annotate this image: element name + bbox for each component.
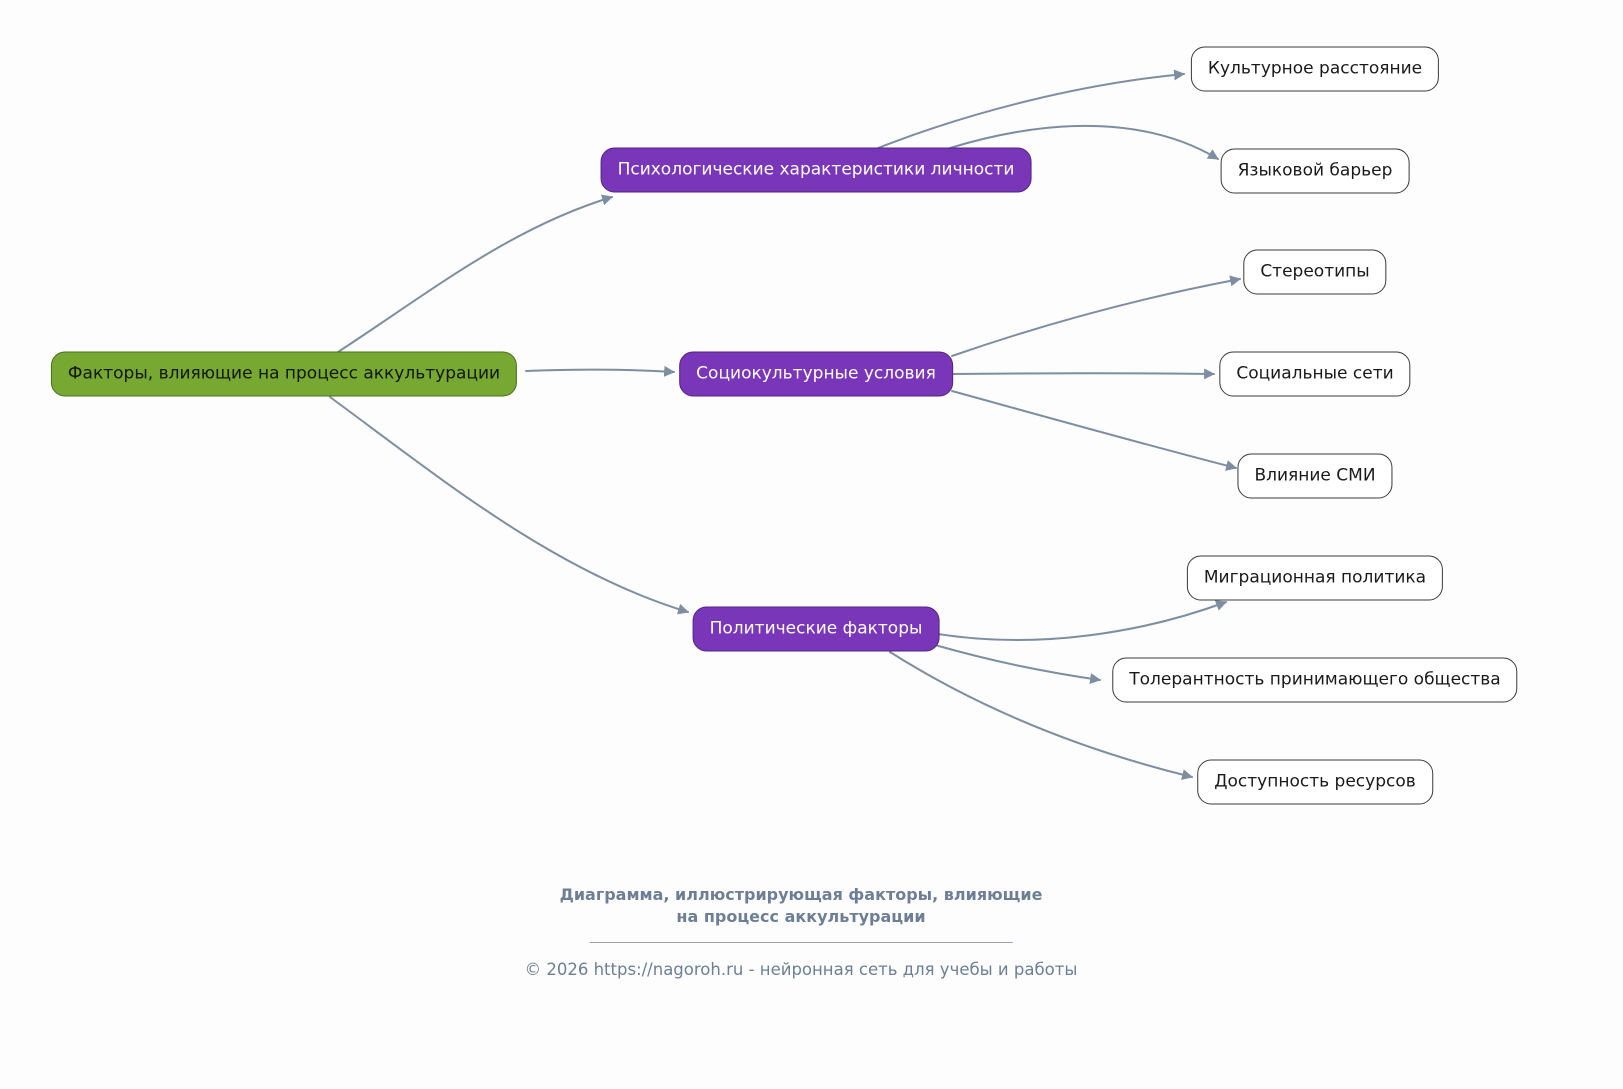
edge-root-to-sociocultural — [525, 365, 676, 377]
branch-node-psychological-characteristics: Психологические характеристики личности — [600, 147, 1032, 193]
caption-line-1: Диаграмма, иллюстрирующая факторы, влияю… — [559, 885, 1043, 904]
branch-node-sociocultural-conditions: Социокультурные условия — [679, 351, 953, 397]
diagram-caption: Диаграмма, иллюстрирующая факторы, влияю… — [525, 884, 1078, 927]
leaf-node-host-society-tolerance: Толерантность принимающего общества — [1112, 657, 1518, 703]
leaf-node-social-networks: Социальные сети — [1219, 351, 1411, 397]
root-node-acculturation-factors: Факторы, влияющие на процесс аккультурац… — [50, 351, 518, 397]
branch-node-political-factors: Политические факторы — [692, 606, 940, 652]
edge-sociocultural-to-stereotypes — [951, 275, 1242, 357]
edge-political-to-migration-policy — [937, 600, 1228, 641]
leaf-node-cultural-distance: Культурное расстояние — [1190, 46, 1440, 92]
edge-root-to-psychological — [337, 194, 614, 353]
copyright-text: © 2026 https://nagoroh.ru - нейронная се… — [524, 960, 1078, 980]
edge-psychological-to-cultural-distance — [877, 69, 1186, 149]
caption-line-2: на процесс аккультурации — [676, 906, 926, 926]
edge-psychological-to-language-barrier — [949, 124, 1219, 160]
leaf-node-stereotypes: Стереотипы — [1243, 249, 1387, 295]
leaf-node-language-barrier: Языковой барьер — [1220, 148, 1410, 194]
edge-root-to-political — [329, 396, 690, 615]
leaf-node-media-influence: Влияние СМИ — [1237, 453, 1393, 499]
edge-sociocultural-to-social-networks — [951, 368, 1216, 380]
leaf-node-migration-policy: Миграционная политика — [1186, 555, 1444, 601]
footer-divider — [589, 942, 1013, 944]
edge-political-to-resource-availability — [889, 651, 1194, 780]
edge-political-to-tolerance — [934, 644, 1102, 685]
footer: Диаграмма, иллюстрирующая факторы, влияю… — [525, 884, 1078, 979]
edge-sociocultural-to-media-influence — [951, 390, 1238, 471]
leaf-node-resource-availability: Доступность ресурсов — [1197, 759, 1433, 805]
